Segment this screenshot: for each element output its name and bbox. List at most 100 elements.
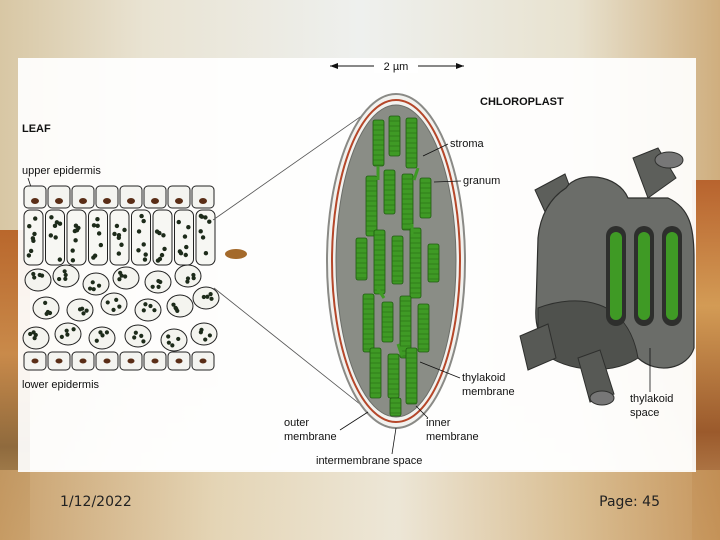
palisade-cell (195, 209, 216, 266)
leaf-chloroplast-dot (152, 308, 157, 313)
outer-membrane-label-line1: outer (284, 417, 309, 429)
upper-epidermis-cell (119, 185, 143, 209)
leaf-chloroplast-dot (91, 223, 97, 228)
leaf-chloroplast-dot (159, 252, 165, 258)
leaf-chloroplast-dot (162, 246, 167, 252)
stroma-pointer (422, 143, 449, 157)
granum-label: granum (463, 175, 500, 187)
cell-nucleus (151, 358, 159, 364)
upper-epidermis-cell (71, 185, 95, 209)
tube-lower-left (519, 323, 557, 371)
outer-membrane-pointer (339, 411, 369, 431)
leaf-chloroplast-dot (205, 294, 210, 299)
palisade-cell (66, 209, 87, 266)
spongy-cell (100, 292, 128, 316)
spongy-cell (88, 326, 116, 350)
scale-label: 2 µm (384, 61, 409, 73)
leaf-chloroplast-dot (70, 248, 75, 253)
outer-membrane-label-line2: membrane (284, 431, 337, 443)
leaf-chloroplast-dot (112, 231, 117, 237)
leaf-chloroplast-dot (136, 248, 141, 253)
thylakoid-disc-lumen (666, 232, 678, 320)
granum-stack (405, 347, 418, 405)
leaf-chloroplast-dot (96, 231, 102, 236)
inner-membrane-label-line1: inner (426, 417, 451, 429)
leaf-chloroplast-dot (207, 219, 212, 224)
leaf-chloroplast-dot (73, 238, 78, 243)
palisade-cell (152, 209, 173, 266)
leaf-chloroplast-dot (105, 300, 110, 305)
leaf-chloroplast-dot (26, 253, 32, 258)
leaf-chloroplast-dot (123, 274, 128, 279)
spongy-cell (190, 322, 218, 346)
leaf-chloroplast-dot (57, 221, 63, 226)
leaf-chloroplast-dot (208, 292, 213, 297)
leaf-chloroplast-dot (116, 251, 122, 256)
leaf-chloroplast-dot (119, 273, 124, 278)
leaf-chloroplast-dot (191, 272, 196, 278)
spongy-cell (32, 296, 60, 320)
leaf-chloroplast-dot (176, 336, 181, 342)
granum-stack (391, 235, 404, 285)
cell-nucleus (175, 198, 183, 204)
cell-nucleus (103, 198, 111, 204)
leaf-chloroplast-dot (37, 272, 42, 278)
leaf-chloroplast-dot (62, 269, 67, 274)
leaf-chloroplast-dot (201, 294, 206, 300)
leaf-chloroplast-dot (32, 275, 37, 280)
highlighted-chloroplast (225, 249, 247, 259)
chloroplast-diagram: 2 µm LEAF upper epidermis lower epidermi… (18, 58, 696, 472)
leaf-chloroplast-dot (170, 343, 175, 348)
leaf-chloroplast-dot (57, 257, 63, 262)
inner-membrane-label-line2: membrane (426, 431, 479, 443)
leaf-chloroplast-dot (87, 286, 93, 291)
leaf-chloroplast-dot (95, 216, 100, 222)
thylakoid-space-label-line1: thylakoid (630, 393, 673, 405)
leaf-chloroplast-dot (141, 218, 146, 224)
thylakoid-disc-lumen (610, 232, 622, 320)
leaf-chloroplast-dot (141, 308, 146, 313)
leaf-chloroplast-dot (63, 272, 68, 278)
leaf-chloroplast-dot (72, 228, 78, 234)
upper-epidermis-cell (95, 185, 119, 209)
thylakoid-membrane-pointer (419, 361, 461, 379)
leaf-chloroplast-dot (119, 242, 124, 247)
cell-nucleus (103, 358, 111, 364)
leaf-chloroplast-dot (32, 336, 37, 341)
thylakoid-membrane-label-line1: thylakoid (462, 372, 505, 384)
leaf-chloroplast-dot (31, 330, 36, 335)
upper-epidermis-cell (143, 185, 167, 209)
upper-epidermis-cell (23, 185, 47, 209)
leaf-chloroplast-dot (176, 219, 181, 225)
granum-pointer (433, 180, 462, 183)
leaf-chloroplast-dot (198, 229, 203, 234)
leaf-chloroplast-dot (49, 215, 54, 220)
spongy-cell (160, 328, 188, 352)
leaf-chloroplast-dot (203, 337, 208, 342)
leaf-chloroplast-dot (142, 257, 148, 262)
tube-lower-end (589, 390, 615, 406)
leaf-chloroplast-dot (33, 216, 38, 221)
footer-date: 1/12/2022 (60, 494, 132, 510)
leaf-chloroplast-dot (73, 223, 79, 228)
cell-nucleus (55, 358, 63, 364)
lower-epidermis-label: lower epidermis (22, 379, 100, 391)
leaf-chloroplast-dot (203, 251, 209, 256)
tube-lower (577, 349, 615, 403)
leaf-chloroplast-dot (198, 213, 204, 219)
spongy-cell (82, 272, 110, 296)
scale-arrow-left (330, 63, 338, 69)
leaf-chloroplast-dot (132, 335, 137, 340)
leaf-chloroplast-dot (98, 330, 103, 335)
leaf-chloroplast-dot (207, 333, 212, 338)
leaf-chloroplast-dot (70, 258, 76, 263)
leaf-chloroplast-dot (150, 284, 155, 289)
cell-nucleus (199, 358, 207, 364)
leaf-chloroplast-dot (133, 330, 138, 335)
leaf-chloroplast-dot (43, 300, 48, 306)
cell-nucleus (79, 198, 87, 204)
leaf-chloroplast-dot (27, 224, 32, 229)
granum-stack (387, 353, 400, 399)
leaf-chloroplast-dot (178, 251, 184, 256)
leaf-chloroplast-dot (117, 304, 122, 309)
